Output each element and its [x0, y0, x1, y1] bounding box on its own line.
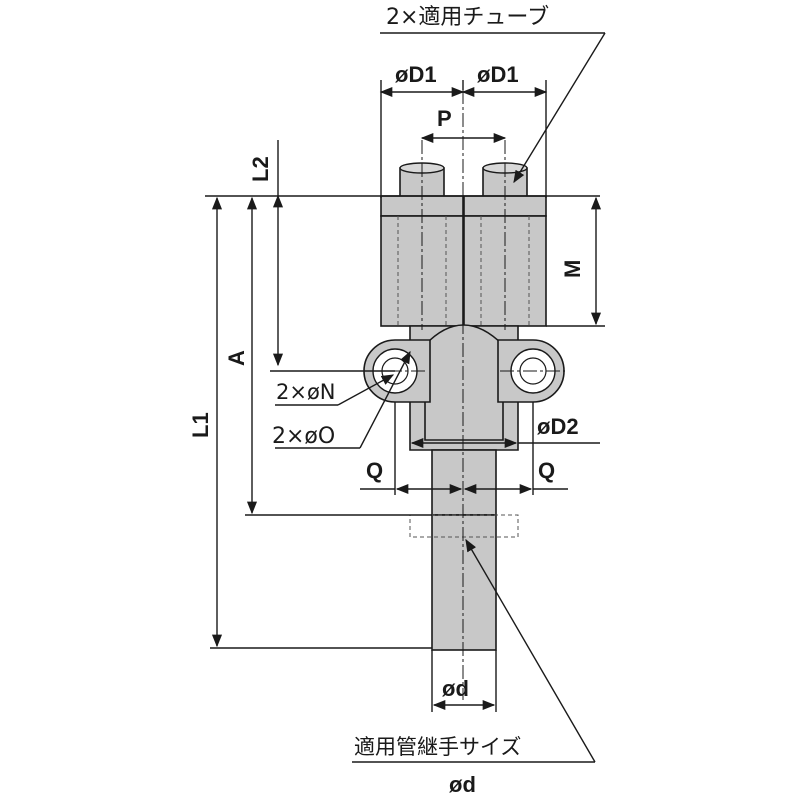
- label-tube-applicable: 2×適用チューブ: [386, 5, 549, 30]
- label-q-right: Q: [538, 458, 555, 483]
- label-p: P: [437, 106, 452, 131]
- label-fitting-size: 適用管継手サイズ: [354, 735, 521, 759]
- label-d-small: ød: [442, 676, 469, 701]
- label-n-hole: 2×øN: [276, 380, 336, 404]
- label-d1-left: øD1: [395, 62, 437, 87]
- label-m: M: [560, 260, 585, 278]
- stem: [409, 449, 519, 651]
- label-d1-right: øD1: [477, 62, 519, 87]
- label-d2: øD2: [537, 414, 579, 439]
- label-l2: L2: [248, 156, 273, 182]
- label-d-bottom: ød: [449, 772, 476, 797]
- label-q-left: Q: [366, 458, 383, 483]
- label-a: A: [224, 350, 249, 366]
- label-l1: L1: [188, 412, 213, 438]
- label-o-hole: 2×øO: [272, 424, 335, 449]
